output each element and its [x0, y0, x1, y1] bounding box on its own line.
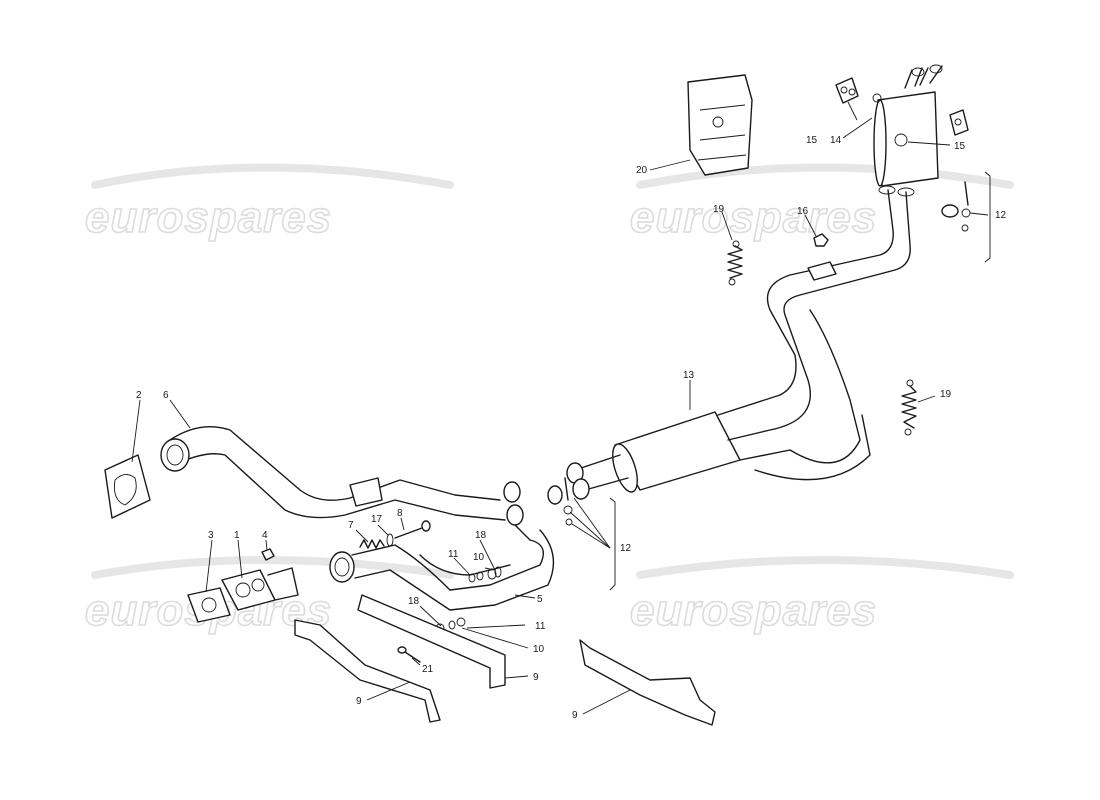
callout-7: 7 [348, 520, 354, 531]
callout-18-a: 18 [475, 530, 487, 541]
bolt-part-21 [397, 646, 421, 663]
callout-9-c: 9 [572, 710, 578, 721]
watermark-swoosh [636, 163, 1014, 189]
callout-2: 2 [136, 390, 142, 401]
callout-1: 1 [234, 530, 240, 541]
callout-19-a: 19 [713, 204, 725, 215]
clamp-part-12 [941, 171, 991, 263]
rubber-mount-part-15 [835, 77, 859, 104]
callout-10-a: 10 [473, 552, 485, 563]
callout-12-a: 12 [620, 543, 632, 554]
bracket-part-9 [357, 594, 506, 689]
callout-20: 20 [636, 165, 648, 176]
callout-9-a: 9 [533, 672, 539, 683]
callout-14: 14 [830, 135, 842, 146]
callout-18-b: 18 [408, 596, 420, 607]
center-silencer-part-13 [566, 185, 915, 500]
callout-9-b: 9 [356, 696, 362, 707]
callout-15-a: 15 [806, 135, 818, 146]
callout-labels: 2 6 3 1 4 7 17 8 11 18 10 5 18 11 10 21 … [136, 135, 1007, 721]
callout-5: 5 [537, 594, 543, 605]
callout-21: 21 [422, 664, 434, 675]
bracket-part-9 [579, 639, 716, 726]
gasket-part-2 [104, 454, 151, 519]
callout-17: 17 [371, 514, 383, 525]
callout-6: 6 [163, 390, 169, 401]
callout-10-b: 10 [533, 644, 545, 655]
watermark-text-bottom-right: eurospares [630, 586, 877, 635]
watermark-swoosh [91, 556, 454, 579]
callout-8: 8 [397, 508, 403, 519]
nut-part-16 [813, 233, 829, 247]
clamp-part-12 [547, 477, 616, 591]
front-pipe-part-6 [160, 425, 524, 526]
callout-12-b: 12 [995, 210, 1007, 221]
washer-part-17 [386, 533, 394, 547]
rear-silencer-part-14 [872, 64, 943, 187]
leader-lines [131, 101, 989, 715]
spring-part-7 [359, 539, 385, 549]
callout-3: 3 [208, 530, 214, 541]
watermark-group: eurospares eurospares eurospares eurospa… [84, 163, 1014, 636]
watermark-swoosh [91, 163, 454, 189]
heat-shield-part-20 [687, 74, 753, 176]
callout-13: 13 [683, 370, 695, 381]
spring-part-19 [727, 240, 743, 286]
nut-part-4 [261, 548, 275, 561]
callout-11-a: 11 [448, 549, 459, 560]
watermark-swoosh [636, 556, 1014, 579]
manifold-flange-part-1 [221, 567, 299, 611]
bracket-part-9 [294, 619, 441, 723]
spring-part-19 [901, 379, 917, 436]
watermark-text-top-left: eurospares [85, 193, 332, 242]
callout-11-b: 11 [535, 621, 546, 632]
watermark-text-top-right: eurospares [630, 193, 877, 242]
callout-15-b: 15 [954, 141, 966, 152]
gasket-part-3 [187, 587, 231, 623]
bolt-part-8 [394, 520, 431, 539]
callout-19-b: 19 [940, 389, 952, 400]
rubber-mount-part-15 [949, 109, 969, 136]
callout-16: 16 [797, 206, 809, 217]
callout-4: 4 [262, 530, 268, 541]
